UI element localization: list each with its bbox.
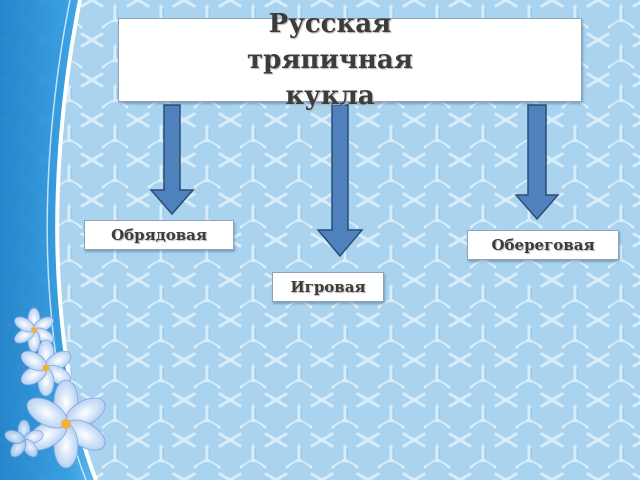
arrow-to-oberegovaya [514, 104, 560, 221]
node-igrovaya: Игровая [272, 272, 384, 302]
flower-decoration [14, 307, 54, 353]
node-label: Игровая [290, 278, 366, 296]
arrow-to-obryadovaya [149, 104, 195, 216]
node-oberegovaya: Обереговая [467, 230, 619, 260]
root-node: Русская тряпичная кукла [118, 9, 582, 111]
arrow-to-igrovaya [316, 104, 364, 258]
node-label: Обереговая [491, 236, 595, 254]
root-node-label: Русская тряпичная кукла [247, 9, 413, 111]
node-label: Обрядовая [111, 226, 207, 244]
node-obryadovaya: Обрядовая [84, 220, 234, 250]
